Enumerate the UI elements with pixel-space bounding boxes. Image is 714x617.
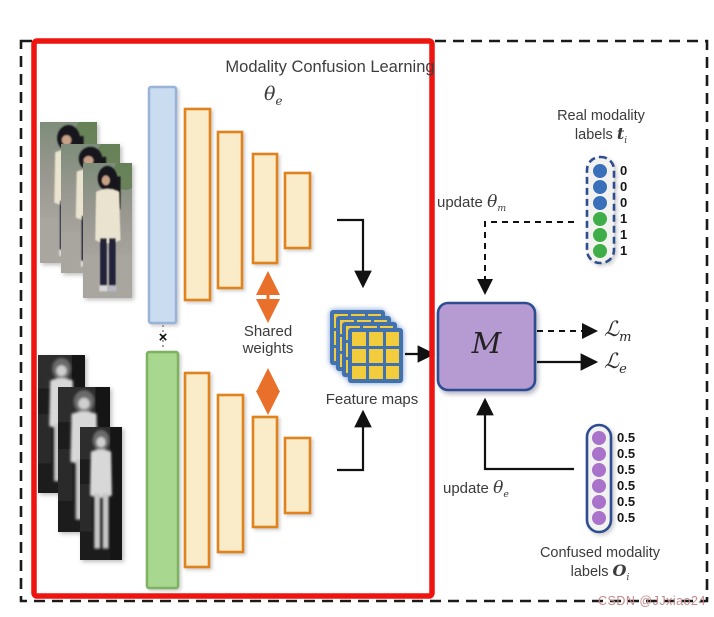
loss-m-label: ℒm xyxy=(604,317,632,346)
confused-modality-caption: Confused modality labels Oi xyxy=(539,545,661,583)
encoder-layer-4 xyxy=(283,171,312,250)
feature-maps-stack xyxy=(330,310,403,383)
real-labels-capsule xyxy=(585,155,616,265)
real-dot xyxy=(593,196,607,210)
value-label: 0.5 xyxy=(617,462,636,477)
watermark: CSDN @JJxiao24 xyxy=(598,594,706,608)
value-label: 0 xyxy=(620,195,628,210)
shared-weights-label: Shared weights xyxy=(242,323,294,358)
value-label: 0.5 xyxy=(617,494,636,509)
top-encoder-to-features-arrow xyxy=(337,218,372,289)
encoder-layer-1 xyxy=(183,371,211,569)
encoder-layer-1 xyxy=(183,107,212,302)
value-label: 0.5 xyxy=(617,510,636,525)
real-dot xyxy=(593,212,607,226)
confused-dot xyxy=(592,447,606,461)
value-label: 0.5 xyxy=(617,446,636,461)
real-modality-caption: Real modality labels ti xyxy=(557,108,645,146)
diagram-title: Modality Confusion Learning xyxy=(225,58,435,76)
confused-dot xyxy=(592,479,606,493)
confused-dot xyxy=(592,495,606,509)
bottom-encoder-to-features-arrow xyxy=(337,409,372,472)
theta-symbol: θ xyxy=(264,83,276,105)
confused-labels-capsule xyxy=(585,423,613,534)
ir-encoder xyxy=(145,350,312,590)
real-dot xyxy=(593,164,607,178)
value-label: 0.5 xyxy=(617,478,636,493)
encoder-layer-2 xyxy=(216,130,244,290)
rgb-image-stack xyxy=(40,118,139,298)
ir-input-bar xyxy=(145,350,180,590)
encoder-layer-3 xyxy=(251,152,279,265)
red-highlight-frame xyxy=(31,38,435,599)
value-label: 1 xyxy=(620,227,628,242)
real-dot xyxy=(593,228,607,242)
update-theta-m-arrow xyxy=(477,221,574,295)
theta-e-encoder-label: θe xyxy=(264,83,283,108)
value-label: 1 xyxy=(620,243,628,258)
update-theta-e-label: update θe xyxy=(443,478,509,500)
module-m-box xyxy=(436,301,537,392)
ir-image-stack xyxy=(38,355,122,560)
encoder-layer-4 xyxy=(283,436,312,515)
rgb-input-bar xyxy=(147,85,178,325)
update-theta-m-label: update θm xyxy=(437,192,507,214)
value-label: 0.5 xyxy=(617,430,636,445)
module-m-label: M xyxy=(471,326,502,360)
value-label: 0 xyxy=(620,179,628,194)
loss-e-label: ℒe xyxy=(604,349,627,378)
real-dot xyxy=(593,244,607,258)
update-theta-e-arrow xyxy=(476,397,574,471)
multiply-mark: × xyxy=(158,329,168,346)
feature-maps-label: Feature maps xyxy=(325,391,419,408)
encoder-layer-2 xyxy=(216,393,245,554)
confused-dot xyxy=(592,431,606,445)
real-dot xyxy=(593,180,607,194)
encoder-layer-3 xyxy=(251,415,279,529)
rgb-encoder xyxy=(147,85,312,325)
confused-dot xyxy=(592,463,606,477)
value-label: 0 xyxy=(620,163,628,178)
value-label: 1 xyxy=(620,211,628,226)
confused-dot xyxy=(592,511,606,525)
